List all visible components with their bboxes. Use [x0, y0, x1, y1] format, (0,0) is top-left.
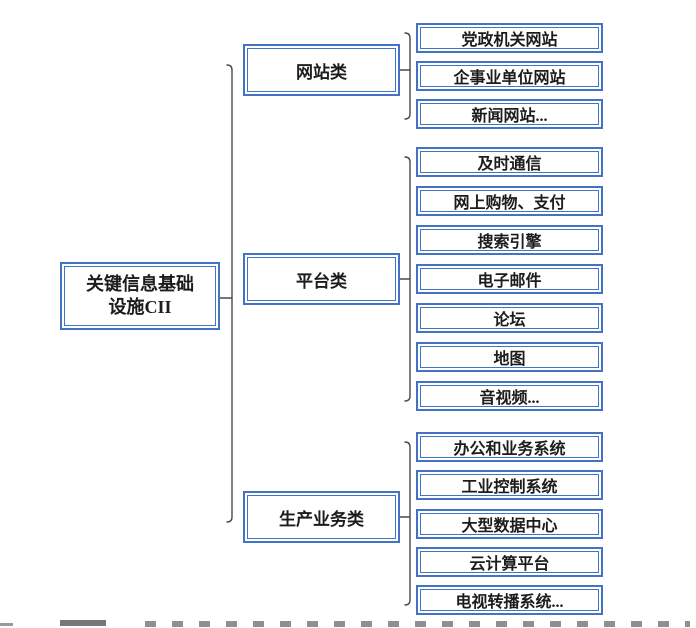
leaf-node-email: 电子邮件	[416, 264, 603, 294]
leaf-node-map: 地图	[416, 342, 603, 372]
leaf-node-search-engine: 搜索引擎	[416, 225, 603, 255]
leaf-node-enterprise-website: 企事业单位网站	[416, 61, 603, 91]
platform-leaf-bracket	[404, 156, 411, 402]
root-label-line1: 关键信息基础	[86, 274, 194, 294]
leaf-node-online-shopping-payment: 网上购物、支付	[416, 186, 603, 216]
root-label-line2: 设施CII	[108, 297, 172, 317]
branch-node-platform: 平台类	[243, 253, 400, 305]
leaf-node-news-website: 新闻网站...	[416, 99, 603, 129]
cropped-caption	[0, 620, 696, 628]
leaf-node-audio-video: 音视频...	[416, 381, 603, 411]
leaf-node-office-business-system: 办公和业务系统	[416, 432, 603, 462]
leaf-node-forum: 论坛	[416, 303, 603, 333]
leaf-node-government-website: 党政机关网站	[416, 23, 603, 53]
branch-node-production: 生产业务类	[243, 491, 400, 543]
leaf-node-instant-messaging: 及时通信	[416, 147, 603, 177]
leaf-node-cloud-computing-platform: 云计算平台	[416, 547, 603, 577]
cropped-caption-fragment	[0, 623, 13, 626]
root-node-cii: 关键信息基础 设施CII	[60, 262, 220, 330]
trunk-bracket	[226, 64, 233, 523]
cropped-caption-fragment	[60, 620, 106, 626]
production-leaf-bracket	[404, 441, 411, 606]
branch-node-website: 网站类	[243, 44, 400, 96]
leaf-node-large-data-center: 大型数据中心	[416, 509, 603, 539]
leaf-node-industrial-control-system: 工业控制系统	[416, 470, 603, 500]
leaf-node-tv-broadcast-system: 电视转播系统...	[416, 585, 603, 615]
website-leaf-bracket	[404, 32, 411, 120]
cropped-caption-fragments	[145, 621, 690, 627]
